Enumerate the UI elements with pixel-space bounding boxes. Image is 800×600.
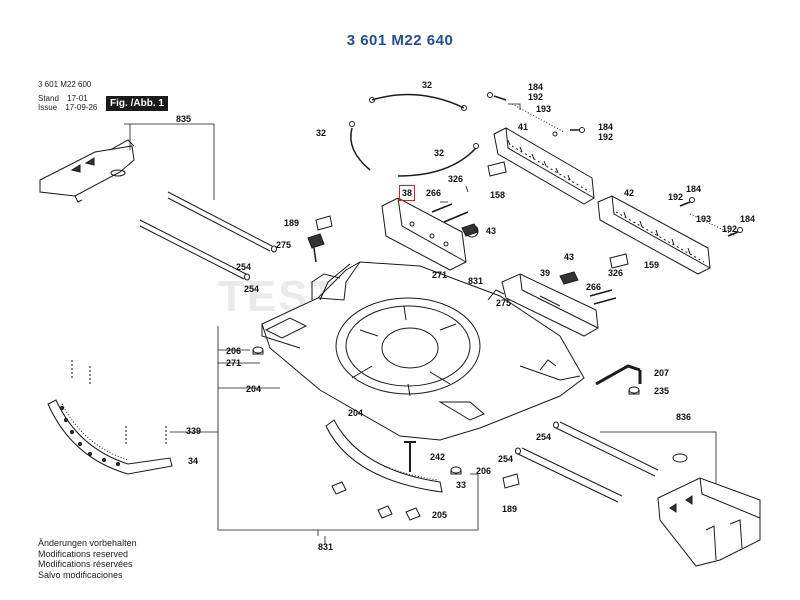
part-label: 235 [654, 386, 670, 396]
part-label: 831 [468, 276, 484, 286]
nuts-206 [252, 346, 462, 475]
nuts-205 [331, 481, 421, 521]
stand-row: Stand 17-01 [38, 94, 88, 104]
part-label: 158 [490, 190, 506, 200]
part-label: 206 [226, 346, 242, 356]
part-label: 184 [740, 214, 756, 224]
part-label: 266 [426, 188, 442, 198]
bevel-scale-34 [47, 360, 173, 475]
issue-value: 17-09-26 [65, 103, 98, 112]
stand-label: Stand [38, 94, 59, 103]
part-label: 42 [624, 188, 635, 198]
note-line: Änderungen vorbehalten [38, 538, 137, 548]
reference-number: 3 601 M22 600 [38, 80, 92, 89]
part-label: 254 [536, 432, 552, 442]
part-label: 242 [430, 452, 446, 462]
part-label: 204 [246, 384, 262, 394]
part-label: 192 [528, 92, 544, 102]
part-label: 39 [540, 268, 551, 278]
part-label: 43 [486, 226, 497, 236]
part-label: 193 [696, 214, 712, 224]
part-label: 184 [528, 82, 544, 92]
part-label: 339 [186, 426, 202, 436]
note-line: Modifications reserved [38, 548, 129, 559]
part-label: 33 [456, 480, 467, 490]
part-label: 159 [644, 260, 660, 270]
part-label: 204 [348, 408, 364, 418]
support-arm-835 [39, 139, 135, 203]
label-plates [315, 161, 629, 489]
part-label: 254 [498, 454, 514, 464]
part-label: 271 [226, 358, 242, 368]
part-label: 32 [422, 80, 433, 90]
part-label: 192 [598, 132, 614, 142]
part-label: 41 [518, 122, 529, 132]
fence-plate-38 [381, 197, 467, 271]
part-label: 326 [608, 268, 624, 278]
fence-rings-32 [349, 93, 479, 177]
part-label: 184 [598, 122, 614, 132]
part-label: 206 [476, 466, 492, 476]
part-label: 271 [432, 270, 448, 280]
knobs-43 [461, 223, 579, 285]
part-label: 836 [676, 412, 692, 422]
part-label: 32 [316, 128, 327, 138]
disclaimer-notes: Änderungen vorbehalten Modifications res… [38, 538, 137, 580]
small-screws-right [679, 197, 743, 237]
part-label: 275 [496, 298, 512, 308]
part-label: 192 [668, 192, 684, 202]
fence-41 [493, 127, 595, 205]
part-label: 193 [536, 104, 552, 114]
support-arm-836 [657, 453, 761, 567]
part-label: 189 [284, 218, 300, 228]
page-title: 3 601 M22 640 [346, 32, 454, 49]
part-label: 32 [434, 148, 445, 158]
part-label: 184 [686, 184, 702, 194]
hex-key-207 [595, 364, 642, 386]
part-label: 266 [586, 282, 602, 292]
leader-lines [124, 103, 717, 544]
part-label: 34 [188, 456, 199, 466]
fence-42 [597, 195, 711, 275]
rails-left [139, 191, 277, 281]
note-line: Modifications réservées [38, 559, 133, 569]
nut-235 [628, 386, 640, 395]
part-label: 43 [564, 252, 575, 262]
small-screws-top [487, 92, 585, 137]
part-label: 254 [244, 284, 260, 294]
part-label: 207 [654, 368, 670, 378]
part-label: 326 [448, 174, 464, 184]
part-label-selected: 38 [398, 185, 416, 201]
part-label: 189 [502, 504, 518, 514]
issue-row: Issue 17-09-26 [38, 103, 97, 113]
miter-scale-33 [325, 419, 443, 493]
part-label: 192 [722, 224, 738, 234]
part-label: 831 [318, 542, 334, 552]
part-label: 205 [432, 510, 448, 520]
stand-value: 17-01 [67, 94, 88, 103]
fence-bracket-39 [501, 273, 617, 337]
screw-242 [404, 441, 416, 472]
main-base [261, 261, 585, 441]
rails-right [515, 421, 659, 503]
note-line: Salvo modificaciones [38, 569, 123, 580]
part-label: 835 [176, 114, 192, 124]
part-label: 275 [276, 240, 292, 250]
figure-label: Fig. /Abb. 1 [106, 96, 168, 111]
issue-label: Issue [38, 103, 58, 112]
part-label: 254 [236, 262, 252, 272]
